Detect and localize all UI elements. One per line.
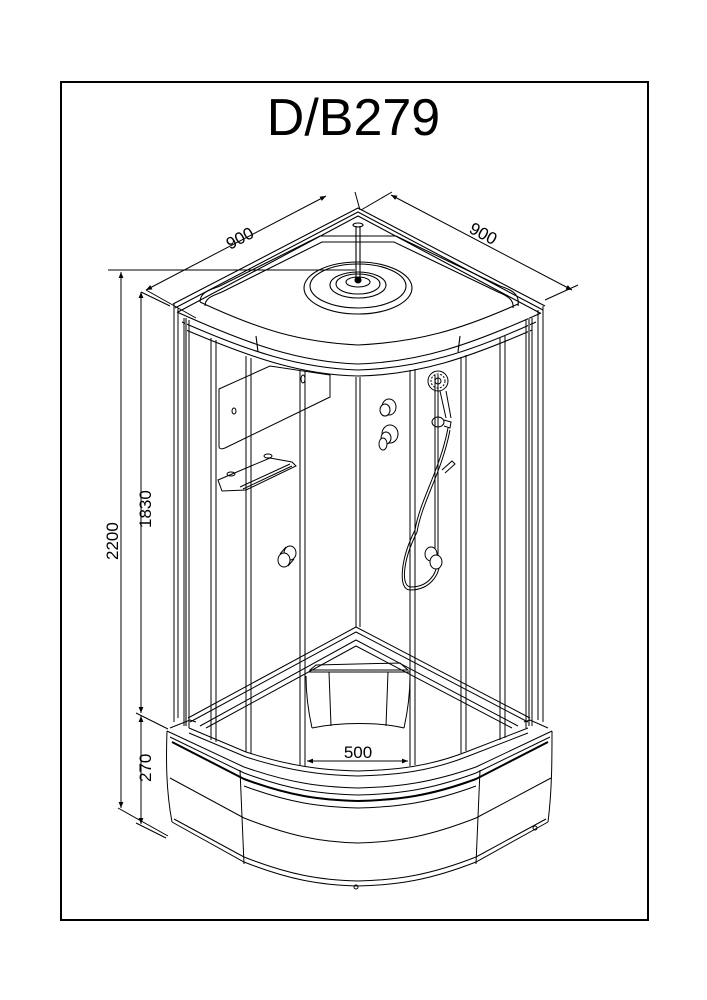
shower-tray <box>166 719 553 890</box>
mirror <box>218 365 331 450</box>
dimension-width-right-label: 900 <box>466 219 500 249</box>
hand-shower <box>401 370 456 591</box>
cabin-floor-back <box>187 626 531 729</box>
dimension-width-left-label: 900 <box>223 223 257 253</box>
mixer-controls <box>378 398 399 451</box>
rain-shower-ring-outer <box>303 261 413 315</box>
dimension-door-opening-label: 500 <box>344 743 372 762</box>
dimension-total-height-label: 2200 <box>103 522 122 560</box>
door-handle-left <box>277 545 297 568</box>
dimension-width-left <box>145 191 361 319</box>
cabin-profiles <box>173 304 544 766</box>
drawing-frame <box>60 81 649 921</box>
cabin-roof <box>172 207 546 377</box>
mirror-and-shelf <box>217 365 331 492</box>
door-bottom-track <box>188 727 529 777</box>
dimension-tray-height-label: 270 <box>136 754 155 782</box>
dimension-cabin-height <box>135 291 171 730</box>
model-title: D/B279 <box>266 89 441 147</box>
dimension-width-right <box>360 191 579 301</box>
corner-seat <box>305 662 411 729</box>
shelf <box>217 457 297 492</box>
dimension-cabin-height-label: 1830 <box>136 490 155 528</box>
dimension-tray-height <box>135 716 167 839</box>
